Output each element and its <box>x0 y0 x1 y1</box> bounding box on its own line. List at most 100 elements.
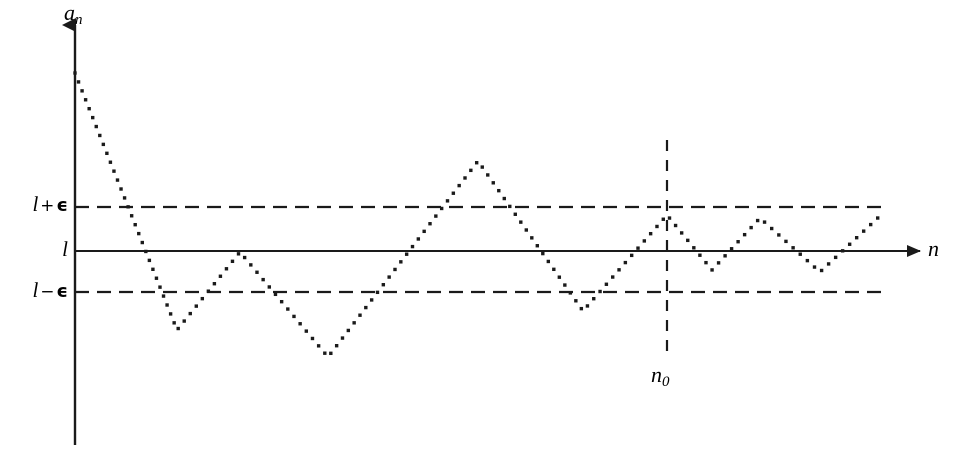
sequence-point <box>286 307 290 311</box>
sequence-point <box>172 321 176 325</box>
limit-label: l <box>62 237 68 261</box>
sequence-point <box>329 351 333 356</box>
sequence-point <box>847 242 852 246</box>
sequence-point <box>212 282 217 286</box>
sequence-point <box>530 236 534 240</box>
sequence-point <box>661 217 665 221</box>
sequence-point <box>91 115 95 120</box>
sequence-point <box>716 261 721 265</box>
epsilon-glyph-upper: ϵ <box>56 195 68 216</box>
sequence-point <box>519 220 523 224</box>
sequence-point <box>206 289 211 293</box>
sequence-point <box>574 299 578 303</box>
sequence-point <box>723 254 727 258</box>
sequence-point <box>416 237 421 241</box>
sequence-point <box>119 187 123 191</box>
sequence-point <box>73 71 77 75</box>
upper-epsilon-label: l+ϵ <box>32 194 68 215</box>
sequence-point <box>76 80 81 84</box>
sequence-point <box>340 336 345 340</box>
sequence-point <box>236 252 241 256</box>
sequence-point <box>502 196 506 201</box>
sequence-point <box>279 299 284 304</box>
sequence-point <box>358 313 362 317</box>
lower-epsilon-label: l−ϵ <box>32 280 68 301</box>
sequence-point <box>87 106 91 111</box>
sequence-point <box>679 231 684 235</box>
sequence-point <box>769 226 774 231</box>
sequence-point <box>105 151 109 156</box>
upper-epsilon-label-base: l <box>32 192 39 216</box>
axes-group <box>62 18 921 445</box>
sequence-point <box>182 319 186 323</box>
sequence-point <box>439 206 444 211</box>
sequence-point <box>546 259 551 264</box>
sequence-point <box>334 344 339 348</box>
y-axis-label-base: a <box>64 0 75 25</box>
sequence-point <box>387 275 391 279</box>
sequence-point <box>80 89 84 93</box>
sequence-point <box>154 276 159 280</box>
sequence-point <box>218 274 223 278</box>
sequence-point <box>364 305 368 310</box>
sequence-point <box>188 311 192 316</box>
sequence-point <box>261 277 265 282</box>
sequence-point <box>692 246 696 250</box>
sequence-point <box>686 238 690 243</box>
n0-label-base: n <box>651 362 662 387</box>
sequence-point <box>292 314 296 319</box>
sequence-point <box>819 268 824 273</box>
sequence-point <box>755 218 760 223</box>
sequence-point <box>535 244 540 248</box>
sequence-point <box>369 298 374 302</box>
sequence-point <box>255 270 259 274</box>
sequence-point <box>579 306 584 311</box>
sequence-point <box>673 223 678 228</box>
sequence-point <box>541 251 545 256</box>
sequence-point <box>445 199 450 203</box>
sequence-point <box>474 161 479 165</box>
sequence-point <box>833 255 838 260</box>
sequence-point <box>457 183 461 188</box>
sequence-point <box>381 283 386 287</box>
sequence-point <box>399 260 403 264</box>
sequence-point <box>826 262 831 266</box>
sequence-point <box>729 247 734 251</box>
sequence-point <box>168 312 173 316</box>
epsilon-glyph-lower: ϵ <box>56 281 68 302</box>
sequence-point <box>585 304 590 308</box>
sequence-point <box>636 246 640 250</box>
sequence-point <box>655 224 659 229</box>
sequence-point <box>648 231 653 236</box>
sequence-point <box>428 222 432 226</box>
sequence-point <box>623 260 628 265</box>
sequence-point <box>812 265 817 269</box>
sequence-point <box>108 160 113 164</box>
y-axis-label-subscript: n <box>75 12 83 29</box>
sequence-point <box>137 231 141 236</box>
sequence-point <box>352 321 356 325</box>
sequence-point <box>698 253 702 257</box>
sequence-point <box>304 329 309 333</box>
sequence-point <box>144 249 148 254</box>
sequence-point <box>310 336 315 341</box>
sequence-point <box>140 240 144 245</box>
lower-epsilon-label-base: l <box>32 278 39 302</box>
sequence-point <box>611 275 615 279</box>
sequence-point <box>98 133 102 138</box>
sequence-point <box>230 259 235 264</box>
sequence-point <box>404 252 409 256</box>
y-axis-label: an <box>64 2 82 28</box>
sequence-point <box>126 205 130 209</box>
sequence-point <box>491 181 495 185</box>
x-axis-label: n <box>928 236 939 261</box>
sequence-point <box>112 169 116 173</box>
sequence-point <box>194 304 198 308</box>
sequence-point <box>249 263 253 267</box>
sequence-point <box>667 216 672 220</box>
n0-label: n0 <box>651 364 669 390</box>
sequence-point <box>710 268 714 272</box>
sequence-point <box>129 214 134 218</box>
